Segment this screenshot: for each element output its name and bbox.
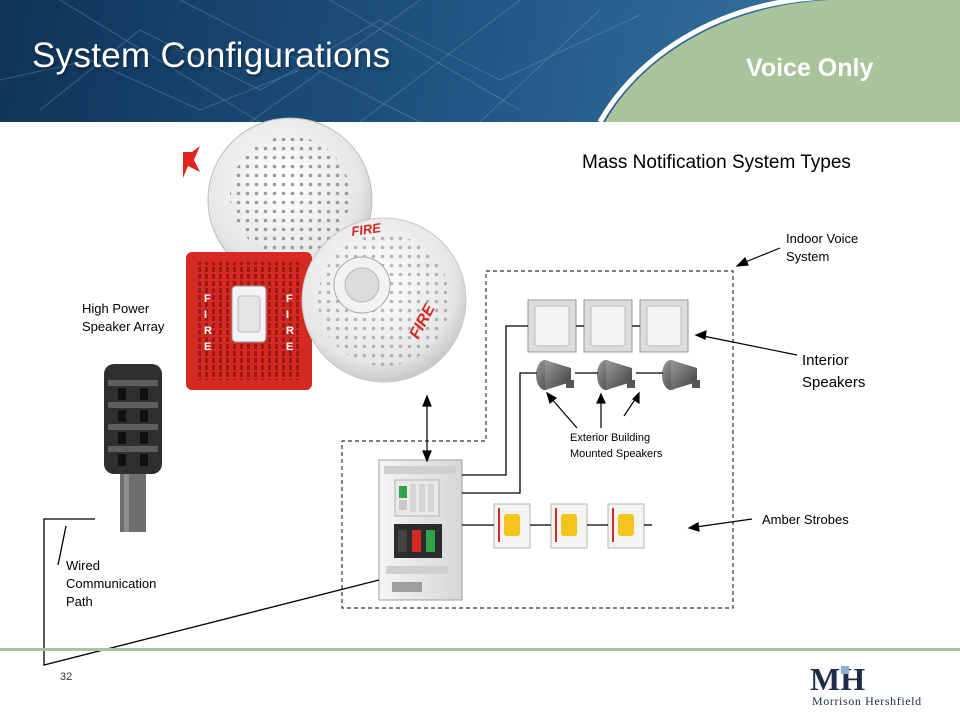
fire-letter: R <box>204 325 212 337</box>
label-line: Path <box>66 594 93 609</box>
badge-shape <box>605 0 960 122</box>
interior-speaker-image <box>583 299 633 353</box>
fire-letter: F <box>286 293 293 305</box>
horn-speaker-image <box>597 360 635 390</box>
blueprint-background <box>0 0 960 122</box>
indoor-voice-system-label: Indoor Voice System <box>786 230 858 266</box>
label-line: Exterior Building <box>570 432 651 444</box>
amber-strobe-image <box>550 503 588 549</box>
logo-mark-text: MH <box>810 661 865 696</box>
red-flag-icon <box>183 146 200 178</box>
header-banner: System Configurations Voice Only <box>0 0 960 122</box>
label-line: Speakers <box>802 374 866 391</box>
fire-marking: FIRE <box>350 220 382 239</box>
amber-strobe-image <box>607 503 645 549</box>
wired-path-label: Wired Communication Path <box>66 557 156 611</box>
white-fire-speaker-strobe-image: FIRE FIRE <box>301 217 467 383</box>
horn-speaker-image <box>536 360 574 390</box>
control-panel-image <box>378 459 463 601</box>
label-line: Interior <box>802 352 849 369</box>
diagram-heading: Mass Notification System Types <box>582 152 851 173</box>
company-logo-mark: MH <box>810 661 865 696</box>
interior-speaker-image <box>527 299 577 353</box>
amber-strobe-image <box>493 503 531 549</box>
interior-speakers-label: Interior Speakers <box>802 350 865 394</box>
annotation-arrows <box>422 247 798 532</box>
label-line: Mounted Speakers <box>570 448 663 460</box>
indoor-system-boundary <box>341 270 734 609</box>
red-fire-speaker-strobe-image: F I R E F I R E <box>186 252 312 390</box>
interior-speaker-image <box>639 299 689 353</box>
label-line: Speaker Array <box>82 319 165 334</box>
speaker-array-image <box>95 360 171 540</box>
footer-divider <box>0 648 960 651</box>
horn-speaker-image <box>662 360 700 390</box>
page-number: 32 <box>60 671 73 683</box>
label-line: Wired <box>66 558 100 573</box>
label-line: Indoor Voice <box>786 231 859 246</box>
fire-letter: F <box>204 293 211 305</box>
fire-letter: I <box>286 309 289 321</box>
speaker-array-label: High Power Speaker Array <box>82 300 164 336</box>
amber-strobes-label: Amber Strobes <box>762 512 849 527</box>
company-logo-text: Morrison Hershfield <box>812 694 922 708</box>
exterior-speakers-label: Exterior Building Mounted Speakers <box>570 430 662 462</box>
voice-only-badge: Voice Only <box>746 54 874 82</box>
fire-letter: R <box>286 325 294 337</box>
wiring-lines <box>43 325 663 666</box>
fire-letter: E <box>286 341 293 353</box>
fire-letter: I <box>204 309 207 321</box>
label-line: System <box>786 249 830 264</box>
label-line: Communication <box>66 576 157 591</box>
page-title: System Configurations <box>32 36 391 75</box>
label-line: High Power <box>82 301 150 316</box>
fire-letter: E <box>204 341 211 353</box>
